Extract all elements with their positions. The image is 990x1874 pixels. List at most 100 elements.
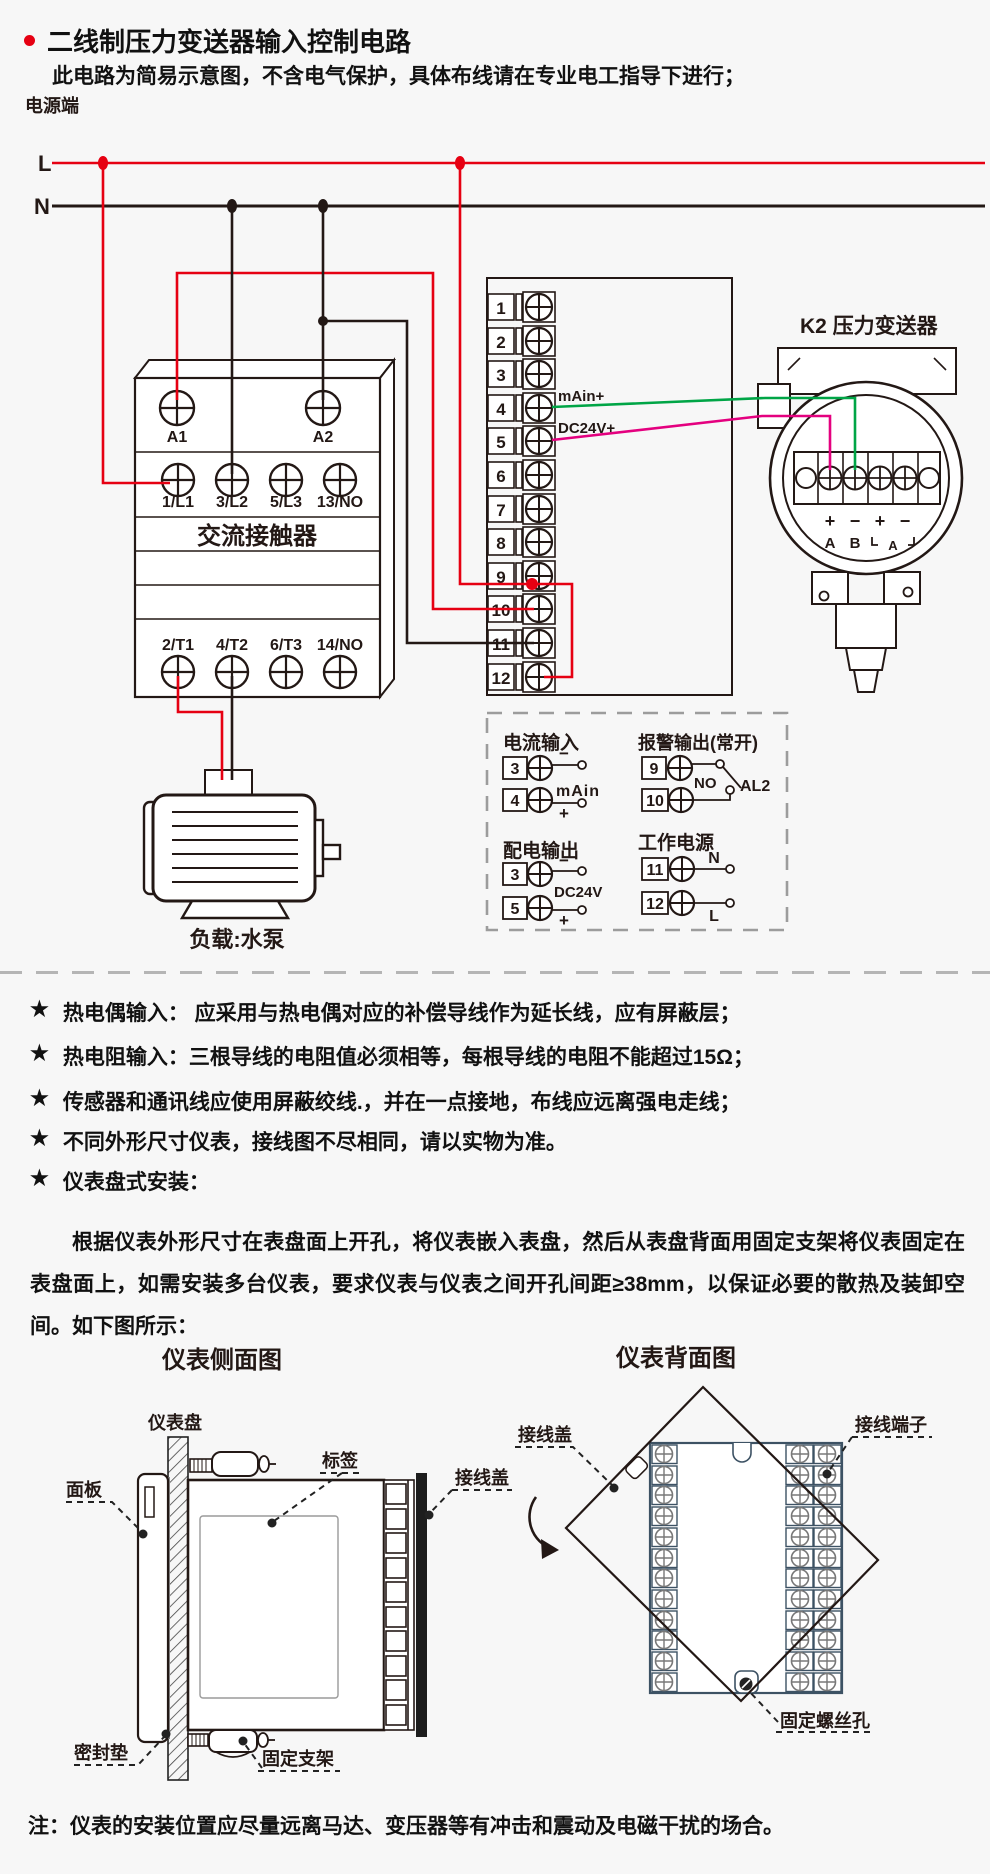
star-icon: ★ bbox=[30, 1042, 49, 1065]
footer-note: 注：仪表的安装位置应尽量远离马达、变压器等有冲击和震动及电磁干扰的场合。 bbox=[28, 1815, 784, 1838]
ci-minus: − bbox=[559, 744, 569, 763]
terminal-14no-label: 14/NO bbox=[317, 637, 363, 654]
pressure-transmitter: K2 压力变送器 + − + − A B bbox=[757, 314, 964, 693]
power-label: 电源端 bbox=[25, 95, 79, 116]
terminal-1l1-label: 1/L1 bbox=[162, 494, 194, 511]
dc24v-plus-label: DC24V+ bbox=[558, 420, 615, 437]
al-terminal-9: 9 bbox=[650, 761, 659, 778]
tx-meter-label: A bbox=[888, 538, 898, 553]
wire-cover-side-label: 接线盖 bbox=[455, 1467, 509, 1488]
al-no-label: NO bbox=[694, 775, 717, 792]
ci-terminal-3: 3 bbox=[511, 761, 520, 778]
star-icon: ★ bbox=[30, 1127, 49, 1150]
rear-terminal-ladder bbox=[383, 1473, 427, 1737]
note-text-2: 热电阻输入：三根导线的电阻值必须相等，每根导线的电阻不能超过15Ω； bbox=[62, 1046, 755, 1069]
page-title-row: 二线制压力变送器输入控制电路 bbox=[24, 22, 411, 59]
note-item: ★ 热电阻输入：三根导线的电阻值必须相等，每根导线的电阻不能超过15Ω； bbox=[30, 1041, 970, 1071]
star-icon: ★ bbox=[30, 1087, 49, 1110]
feed-output-section: 配电输出 3 5 − + DC24V bbox=[502, 839, 602, 930]
install-paragraph: 根据仪表外形尺寸在表盘面上开孔，将仪表嵌入表盘，然后从表盘背面用固定支架将仪表固… bbox=[30, 1231, 965, 1338]
fo-signal: DC24V bbox=[554, 884, 602, 901]
tx-sign-3: + bbox=[875, 511, 886, 531]
instrument-body bbox=[186, 1478, 386, 1732]
installation-figures: 仪表侧面图 仪表盘 bbox=[66, 1345, 932, 1781]
strip-terminal-7: 7 bbox=[496, 501, 505, 520]
wp-terminal-12: 12 bbox=[646, 896, 664, 913]
tx-a-label: A bbox=[825, 535, 836, 552]
power-rails: 电源端 L N bbox=[25, 95, 985, 219]
strip-terminal-10: 10 bbox=[492, 601, 511, 620]
current-input-section: 电流输入 3 4 − + mAin bbox=[502, 731, 599, 823]
bracket-label: 固定支架 bbox=[262, 1748, 334, 1769]
note-text-1: 热电偶输入： 应采用与热电偶对应的补偿导线作为延长线，应有屏蔽层； bbox=[62, 1002, 741, 1025]
mounting-panel bbox=[167, 1436, 189, 1781]
panel-label: 仪表盘 bbox=[147, 1412, 202, 1433]
al-name-label: AL2 bbox=[740, 778, 770, 795]
ac-contactor: 交流接触器 A1 A2 1/L1 3/L2 5/L3 13/NO 2/T1 4/… bbox=[132, 357, 397, 700]
bullet-icon bbox=[24, 35, 35, 46]
star-icon: ★ bbox=[30, 1167, 49, 1190]
section-divider bbox=[0, 971, 990, 974]
page-title: 二线制压力变送器输入控制电路 bbox=[47, 27, 412, 57]
work-power-section: 工作电源 11 12 N L bbox=[638, 831, 735, 925]
wiring-diagram: 电源端 L N 交流接触器 A1 A2 1/L1 3/L2 5/L3 13/NO… bbox=[25, 95, 985, 952]
back-view-title: 仪表背面图 bbox=[615, 1345, 736, 1372]
side-view-figure: 仪表侧面图 仪表盘 bbox=[66, 1346, 512, 1781]
page-subtitle: 此电路为简易示意图，不含电气保护，具体布线请在专业电工指导下进行； bbox=[52, 65, 745, 88]
load-label: 负载:水泵 bbox=[189, 927, 284, 952]
line-l-label: L bbox=[38, 151, 51, 176]
instrument-terminal-block: 1 2 3 4 5 6 7 8 9 10 11 12 mAin+ DC24V+ bbox=[486, 277, 733, 696]
note-text-5: 仪表盘式安装： bbox=[62, 1171, 210, 1194]
strip-terminal-1: 1 bbox=[496, 299, 505, 318]
pump-motor: 负载:水泵 bbox=[142, 769, 342, 952]
terminal-a2-label: A2 bbox=[313, 429, 334, 446]
wire-l-to-1l1 bbox=[101, 163, 170, 485]
work-title: 工作电源 bbox=[638, 831, 714, 854]
ci-terminal-4: 4 bbox=[511, 793, 520, 810]
fo-plus: + bbox=[559, 911, 569, 930]
wire-main-green bbox=[551, 396, 857, 470]
top-bracket bbox=[189, 1451, 276, 1477]
star-icon: ★ bbox=[30, 998, 49, 1021]
fo-terminal-5: 5 bbox=[511, 901, 520, 918]
terminal-5l3-label: 5/L3 bbox=[270, 494, 302, 511]
wire-2t1-to-motor bbox=[176, 676, 224, 780]
side-view-title: 仪表侧面图 bbox=[161, 1346, 282, 1374]
terminal-13no-label: 13/NO bbox=[317, 494, 363, 511]
front-bezel bbox=[136, 1472, 170, 1744]
terminal-detail-panel: 电流输入 3 4 − + mAin 报警输出(常开) 9 10 bbox=[485, 711, 789, 932]
fo-minus: − bbox=[559, 851, 569, 870]
bottom-bracket bbox=[187, 1729, 275, 1758]
wp-terminal-11: 11 bbox=[647, 862, 664, 879]
wire-l-to-9-12 bbox=[458, 163, 574, 679]
ci-plus: + bbox=[559, 804, 569, 823]
terminal-2t1-label: 2/T1 bbox=[162, 637, 194, 654]
feed-title: 配电输出 bbox=[503, 839, 579, 862]
tag-label: 标签 bbox=[321, 1450, 359, 1471]
note-item: ★不同外形尺寸仪表，接线图不尽相同，请以实物为准。 bbox=[30, 1126, 970, 1156]
strip-terminal-2: 2 bbox=[496, 333, 505, 352]
terminal-a1-label: A1 bbox=[167, 429, 188, 446]
line-n-label: N bbox=[34, 194, 50, 219]
note-item: ★ 传感器和通讯线应使用屏蔽绞线.，并在一点接地，布线应远离强电走线； bbox=[30, 1086, 970, 1116]
strip-terminal-8: 8 bbox=[496, 534, 505, 553]
wire-dc24v-pink bbox=[551, 414, 832, 470]
terminal-cover-side bbox=[416, 1473, 427, 1737]
contactor-name: 交流接触器 bbox=[197, 522, 318, 550]
tx-sign-2: − bbox=[850, 511, 861, 531]
note-text-3: 传感器和通讯线应使用屏蔽绞线.，并在一点接地，布线应远离强电走线； bbox=[62, 1091, 741, 1114]
wire-cover-back-label: 接线盖 bbox=[518, 1424, 572, 1445]
back-view-figure: 仪表背面图 bbox=[515, 1345, 932, 1733]
alarm-title: 报警输出(常开) bbox=[638, 732, 758, 753]
screw-hole-label: 固定螺丝孔 bbox=[780, 1710, 870, 1731]
terminal-cover-back bbox=[564, 1385, 880, 1703]
alarm-output-section: 报警输出(常开) 9 10 NO AL2 bbox=[638, 732, 770, 814]
meter-bracket-icon bbox=[871, 537, 915, 546]
transmitter-title: K2 压力变送器 bbox=[800, 314, 939, 338]
wire-n-to-11 bbox=[323, 319, 534, 645]
terminal-3l2-label: 3/L2 bbox=[216, 494, 248, 511]
note-item: ★ 仪表盘式安装： bbox=[30, 1166, 970, 1196]
tx-sign-4: − bbox=[900, 511, 911, 531]
wires bbox=[101, 163, 857, 780]
